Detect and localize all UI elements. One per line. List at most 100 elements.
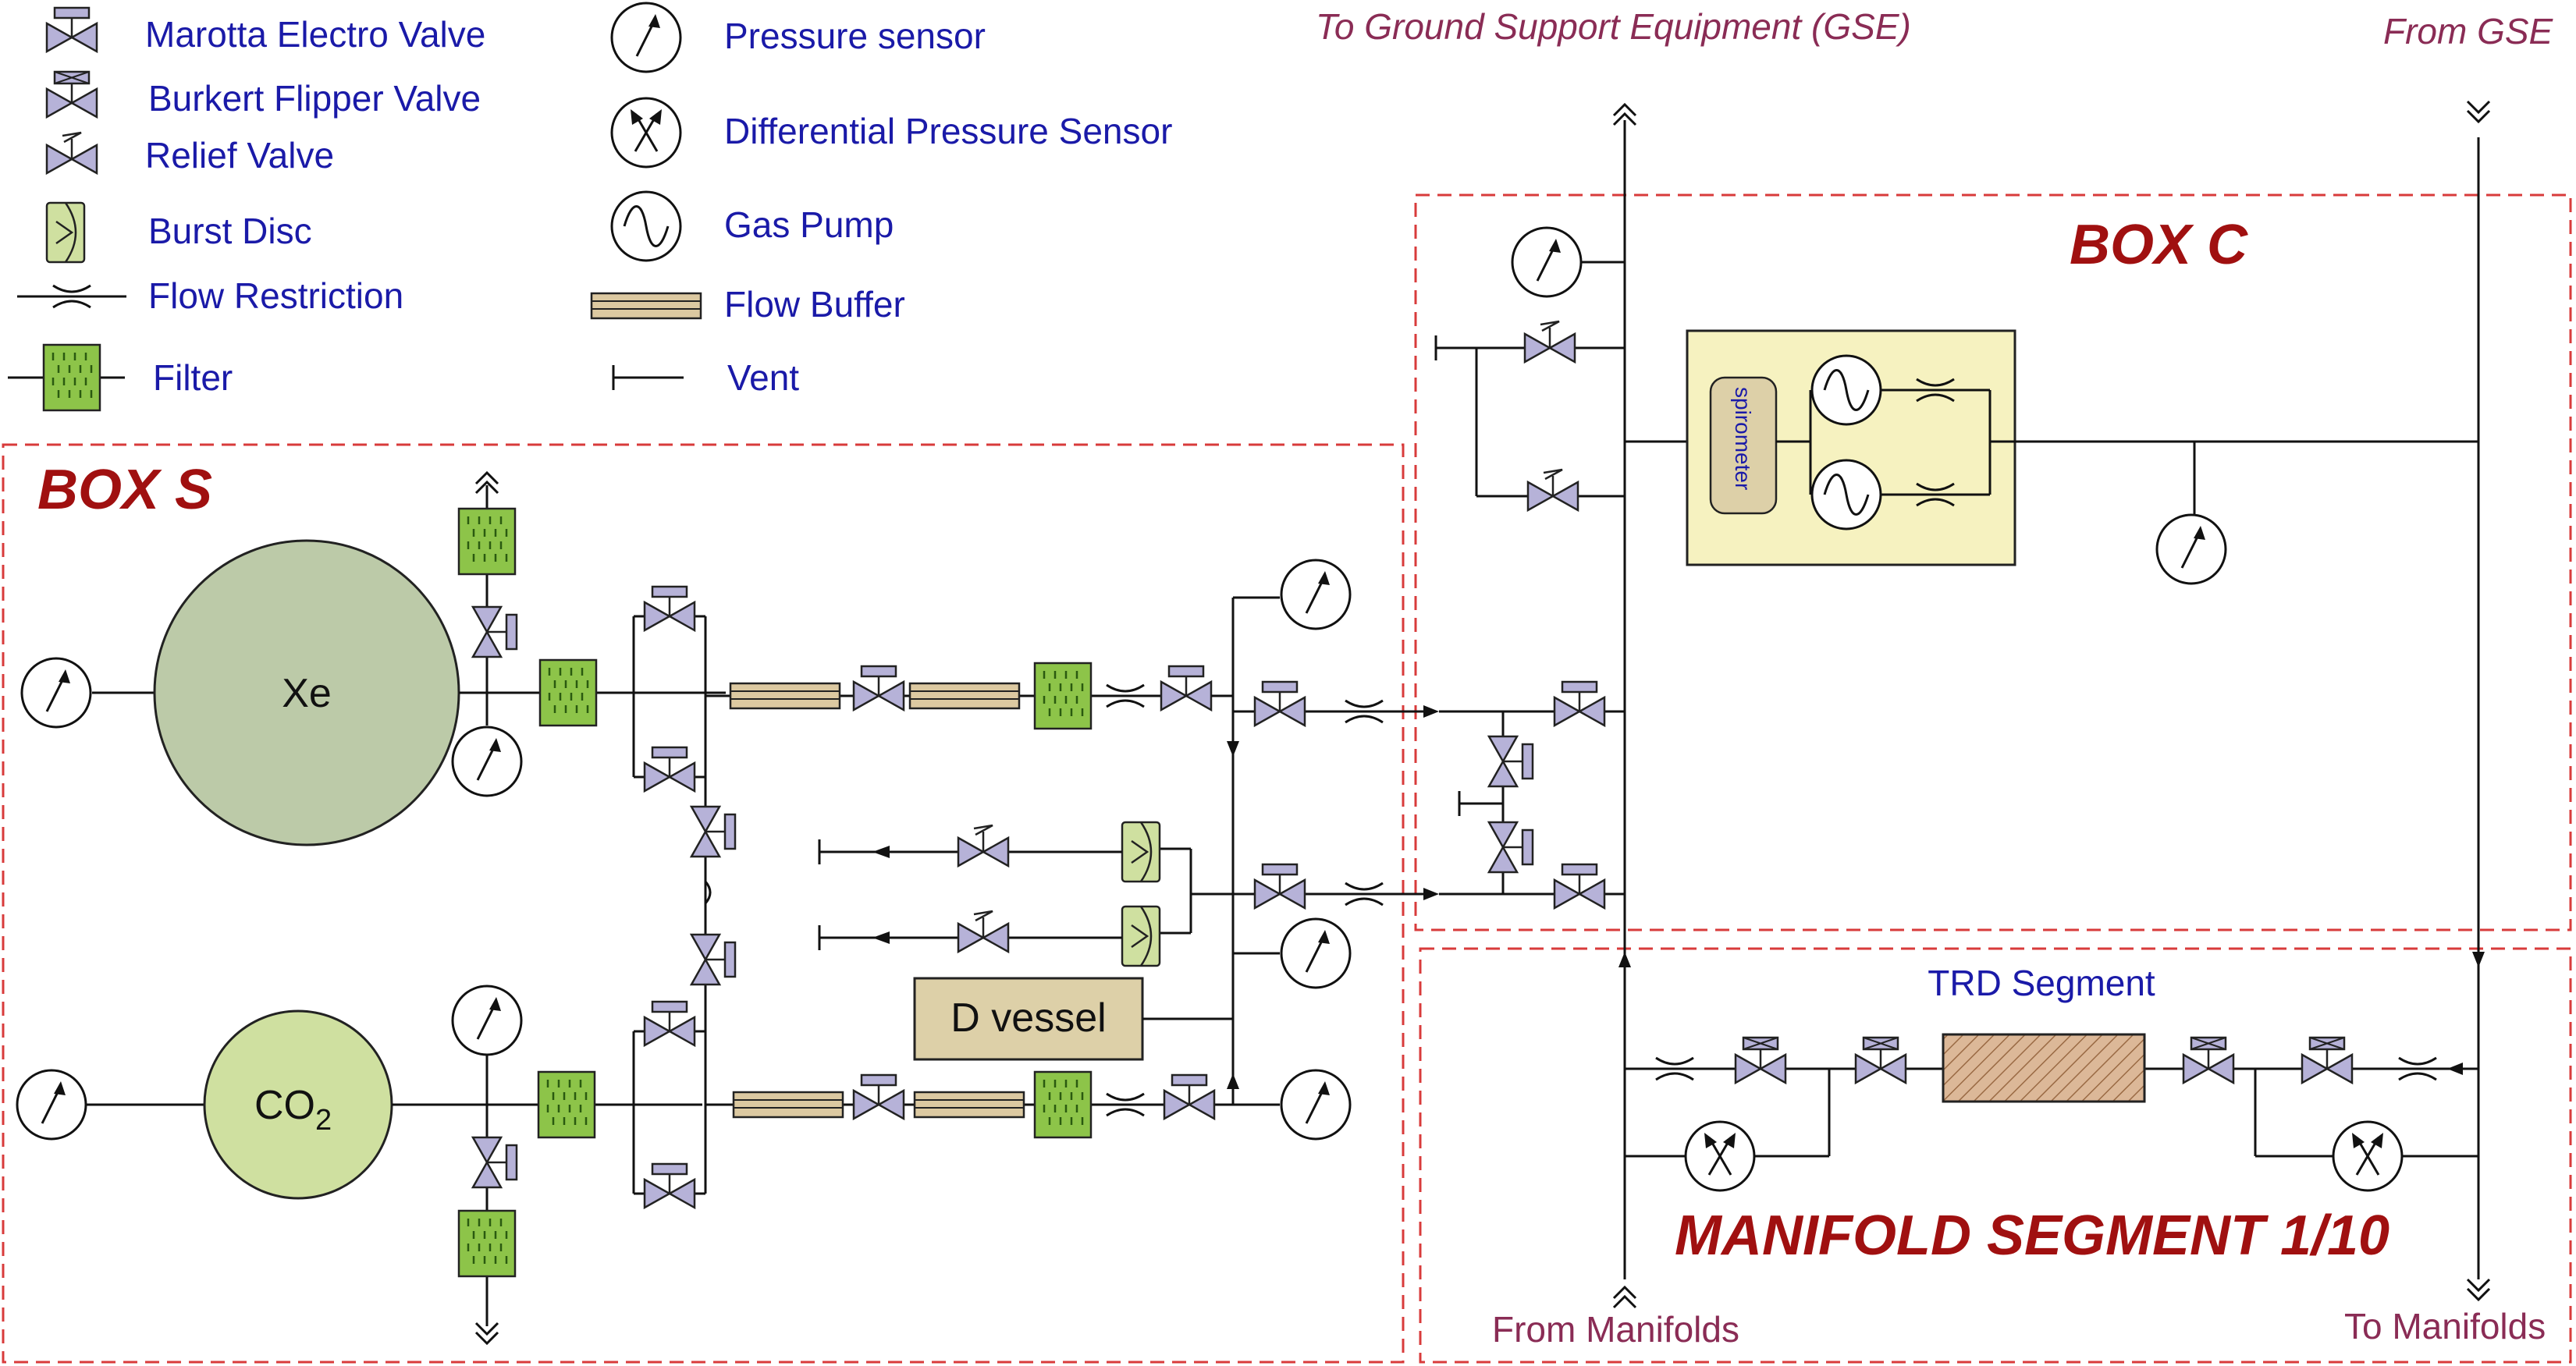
manifold-valve-a-icon bbox=[1734, 1036, 1787, 1084]
relief-valve-icon bbox=[45, 131, 98, 175]
to-manifolds-label: To Manifolds bbox=[2344, 1306, 2546, 1346]
box-c-title: BOX C bbox=[2070, 214, 2248, 276]
legend-restriction-label: Flow Restriction bbox=[148, 275, 403, 316]
legend-relief-label: Relief Valve bbox=[145, 135, 334, 176]
co2-valve-d-icon bbox=[1163, 1073, 1216, 1120]
xe-valve-a-icon bbox=[643, 585, 696, 632]
xe-vent-valve-icon bbox=[471, 605, 518, 658]
gas-pump-b-icon bbox=[1810, 459, 1882, 530]
legend-marotta-label: Marotta Electro Valve bbox=[145, 14, 485, 55]
cross-link-valve-a-icon bbox=[690, 805, 737, 858]
manifold-segment-title: MANIFOLD SEGMENT 1/10 bbox=[1675, 1205, 2389, 1267]
co2-supply-line: CO2 bbox=[16, 985, 1352, 1345]
xe-valve-d-icon bbox=[1160, 665, 1213, 711]
xe-vent-filter-icon bbox=[457, 507, 517, 576]
legend-diffpressure-label: Differential Pressure Sensor bbox=[724, 111, 1172, 151]
flow-buffer-icon bbox=[590, 292, 702, 320]
co2-flow-buffer-2-icon bbox=[913, 1091, 1025, 1119]
d-vessel-label: D vessel bbox=[950, 995, 1106, 1041]
box-c-border bbox=[1414, 193, 2572, 931]
manifold-diff-pressure-b-icon bbox=[2332, 1120, 2404, 1192]
box-c-relief-valve-a-icon bbox=[1523, 320, 1576, 364]
legend-burst-label: Burst Disc bbox=[148, 211, 312, 251]
xenon-supply-line: Xe bbox=[20, 471, 1233, 846]
spirometer-label: spirometer bbox=[1731, 387, 1755, 490]
from-manifolds-label: From Manifolds bbox=[1492, 1309, 1739, 1350]
co2-valve-c-icon bbox=[852, 1073, 905, 1120]
from-gse-down-arrow-icon bbox=[2466, 100, 2491, 123]
xe-flow-buffer-2-icon bbox=[908, 682, 1021, 710]
manifold-valve-b-icon bbox=[1854, 1036, 1907, 1084]
co2-outlet-pressure-sensor-icon bbox=[1280, 1069, 1352, 1141]
box-s-border bbox=[2, 443, 1405, 1364]
xe-tank-label: Xe bbox=[282, 671, 332, 716]
gse-pressure-sensor-icon bbox=[1511, 226, 1583, 298]
burkert-valve-icon bbox=[45, 70, 98, 119]
burst-disc-a-icon bbox=[1121, 821, 1161, 883]
box-s-title: BOX S bbox=[37, 459, 212, 521]
burst-disc-icon bbox=[45, 201, 86, 264]
to-manifolds-down-arrow-icon bbox=[2466, 1278, 2491, 1301]
manifold-valve-c-icon bbox=[2182, 1036, 2235, 1084]
burst-disc-b-icon bbox=[1121, 905, 1161, 967]
trd-segment bbox=[1942, 1033, 2146, 1103]
gas-pump-icon bbox=[610, 190, 682, 262]
legend-vent-label: Vent bbox=[727, 357, 799, 398]
pressure-sensor-icon bbox=[610, 2, 682, 73]
vent-icon bbox=[612, 365, 684, 390]
co2-filter-icon bbox=[537, 1070, 596, 1139]
co2-filter-2-icon bbox=[1033, 1070, 1093, 1139]
manifold-segment-border bbox=[1419, 947, 2572, 1364]
xe-valve-b-icon bbox=[643, 746, 696, 793]
differential-pressure-sensor-icon bbox=[610, 97, 682, 169]
to-gse-label: To Ground Support Equipment (GSE) bbox=[1316, 6, 1911, 47]
marotta-valve-icon bbox=[45, 6, 98, 53]
xe-co2-cross-link bbox=[690, 777, 737, 991]
box-c-bypass-valve-a-icon bbox=[1487, 735, 1534, 788]
trd-segment-label: TRD Segment bbox=[1928, 963, 2155, 1003]
legend-filter-label: Filter bbox=[153, 357, 233, 398]
box-c-bypass-valve-b-icon bbox=[1487, 821, 1534, 874]
xe-filter-2-icon bbox=[1033, 662, 1093, 730]
xe-valve-c-icon bbox=[852, 665, 905, 711]
box-c-inlet-valve-b-icon bbox=[1553, 863, 1606, 910]
relief-valve-b-icon bbox=[957, 910, 1010, 953]
xe-pressure-sensor-icon bbox=[20, 657, 92, 729]
manifold-valve-d-icon bbox=[2301, 1036, 2354, 1084]
manifold-diff-pressure-a-icon bbox=[1684, 1120, 1756, 1192]
outlet-valve-a-icon bbox=[1253, 680, 1306, 727]
xe-filter-icon bbox=[538, 658, 598, 727]
mixing-section: D vessel bbox=[818, 559, 1439, 1105]
co2-valve-a-icon bbox=[643, 1000, 696, 1047]
co2-tank-label: CO2 bbox=[254, 1083, 332, 1137]
outlet-valve-b-icon bbox=[1253, 863, 1306, 910]
spirometer bbox=[1709, 376, 1778, 515]
mix-pressure-sensor-2-icon bbox=[1280, 917, 1352, 989]
box-c-section: spirometer bbox=[1434, 100, 2491, 1279]
co2-tank-pressure-sensor-icon bbox=[451, 985, 523, 1056]
from-gse-label: From GSE bbox=[2383, 11, 2554, 51]
filter-icon bbox=[42, 343, 101, 412]
cross-link-valve-b-icon bbox=[690, 933, 737, 986]
co2-valve-b-icon bbox=[643, 1162, 696, 1209]
legend: Marotta Electro Valve Burkert Flipper Va… bbox=[8, 2, 1172, 412]
co2-vent-valve-icon bbox=[471, 1136, 518, 1189]
xe-flow-buffer-1-icon bbox=[729, 682, 841, 710]
box-c-relief-valve-b-icon bbox=[1526, 468, 1579, 512]
legend-buffer-label: Flow Buffer bbox=[724, 284, 905, 325]
co2-pressure-sensor-icon bbox=[16, 1069, 87, 1141]
box-c-return-pressure-sensor-icon bbox=[2155, 513, 2227, 585]
xe-tank-pressure-sensor-icon bbox=[451, 726, 523, 797]
legend-pressure-label: Pressure sensor bbox=[724, 16, 986, 56]
gas-pump-a-icon bbox=[1810, 354, 1882, 426]
manifold-segment-section: TRD Segment bbox=[1612, 952, 2491, 1309]
co2-vent-filter-icon bbox=[457, 1209, 517, 1278]
from-manifolds-up-arrow-icon bbox=[1612, 1286, 1637, 1309]
mix-pressure-sensor-icon bbox=[1280, 559, 1352, 630]
relief-valve-a-icon bbox=[957, 824, 1010, 867]
legend-burkert-label: Burkert Flipper Valve bbox=[148, 78, 481, 119]
co2-flow-buffer-1-icon bbox=[732, 1091, 844, 1119]
box-c-inlet-valve-a-icon bbox=[1553, 680, 1606, 727]
legend-pump-label: Gas Pump bbox=[724, 204, 894, 245]
